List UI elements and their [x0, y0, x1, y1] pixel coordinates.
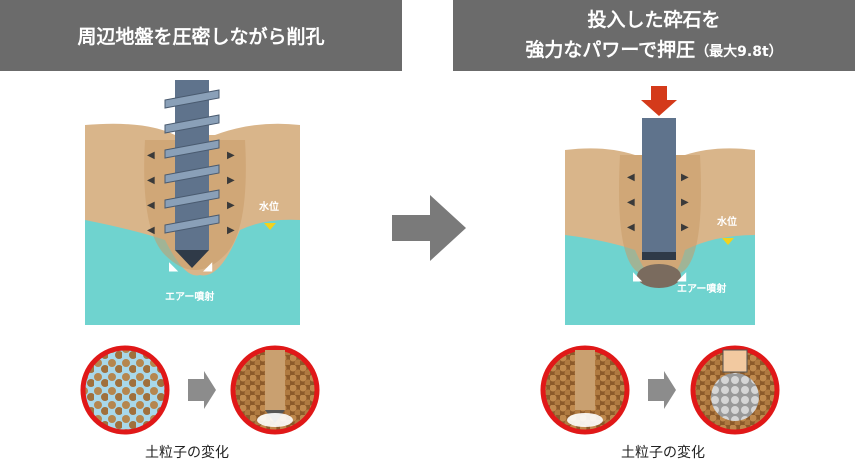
svg-text:▶: ▶ [227, 225, 235, 236]
circle-screw [265, 350, 285, 410]
svg-text:▶: ▶ [227, 200, 235, 211]
stone-cluster [711, 373, 759, 421]
svg-text:◀: ◀ [627, 222, 635, 233]
press-rod-end [642, 252, 676, 260]
svg-text:◀: ◀ [627, 172, 635, 183]
left-water-label: 水位 [258, 200, 279, 213]
right-soil-change [540, 345, 780, 435]
svg-text:▶: ▶ [227, 175, 235, 186]
air-jet-arrows: ◣◢ [169, 259, 213, 273]
svg-text:◢: ◢ [677, 269, 687, 283]
svg-text:◀: ◀ [147, 150, 155, 161]
right-step-title-note: （最大9.8t） [695, 43, 783, 60]
left-change-arrow [188, 371, 216, 409]
svg-text:◀: ◀ [147, 225, 155, 236]
loose-soil-circle [80, 345, 170, 435]
compaction-arrows: ◀ ◀ ◀ ◀ ▶ ▶ ▶ ▶ [147, 150, 235, 236]
right-step-title-line2: 強力なパワーで押圧 [525, 38, 696, 61]
right-compaction-arrows: ◀ ◀ ◀ ▶ ▶ ▶ [627, 172, 689, 233]
right-step-banner: 投入した砕石を 強力なパワーで押圧（最大9.8t） [453, 0, 855, 71]
screw-flights [164, 89, 220, 234]
process-arrow-icon [392, 195, 466, 261]
left-air-label: エアー噴射 [165, 290, 214, 303]
right-step-title-line1: 投入した砕石を [587, 8, 721, 31]
svg-text:◀: ◀ [147, 175, 155, 186]
left-step-banner: 周辺地盤を圧密しながら削孔 [0, 0, 402, 71]
left-soil-caption: 土粒子の変化 [145, 445, 229, 461]
left-step-title: 周辺地盤を圧密しながら削孔 [77, 26, 325, 48]
water-level-marker [264, 223, 276, 230]
svg-text:▶: ▶ [227, 150, 235, 161]
svg-text:◀: ◀ [147, 200, 155, 211]
svg-text:◣: ◣ [169, 259, 179, 273]
left-ground-diagram: ◀◀◀◀ ▶▶▶▶ ◣◢ 水位 エアー噴射 [85, 80, 300, 325]
svg-text:▶: ▶ [681, 172, 689, 183]
svg-text:◀: ◀ [627, 197, 635, 208]
svg-text:▶: ▶ [681, 222, 689, 233]
svg-text:▶: ▶ [681, 197, 689, 208]
right-circle-rod [722, 349, 748, 373]
circle-air-burst [257, 413, 293, 427]
left-water-layer [85, 219, 300, 325]
right-water-level-marker [722, 238, 734, 245]
red-press-arrow [641, 86, 677, 116]
right-circle-air-burst [567, 413, 603, 427]
right-air-label: エアー噴射 [677, 282, 726, 295]
right-circle-screw [575, 350, 595, 410]
left-soil-change [80, 345, 320, 435]
right-change-arrow [648, 371, 676, 409]
right-ground-diagram: ◀◀◀ ▶▶▶ ◣◢ 水位 エアー噴射 [565, 86, 755, 325]
right-air-jet-arrows: ◣◢ [633, 269, 687, 283]
right-water-label: 水位 [716, 215, 737, 228]
screw-tip [175, 250, 209, 268]
crushed-stone-mass [637, 264, 681, 288]
svg-text:◣: ◣ [633, 269, 643, 283]
svg-text:◢: ◢ [203, 259, 213, 273]
process-arrow [392, 195, 466, 261]
right-soil-caption: 土粒子の変化 [621, 445, 705, 461]
press-rod [642, 118, 676, 258]
